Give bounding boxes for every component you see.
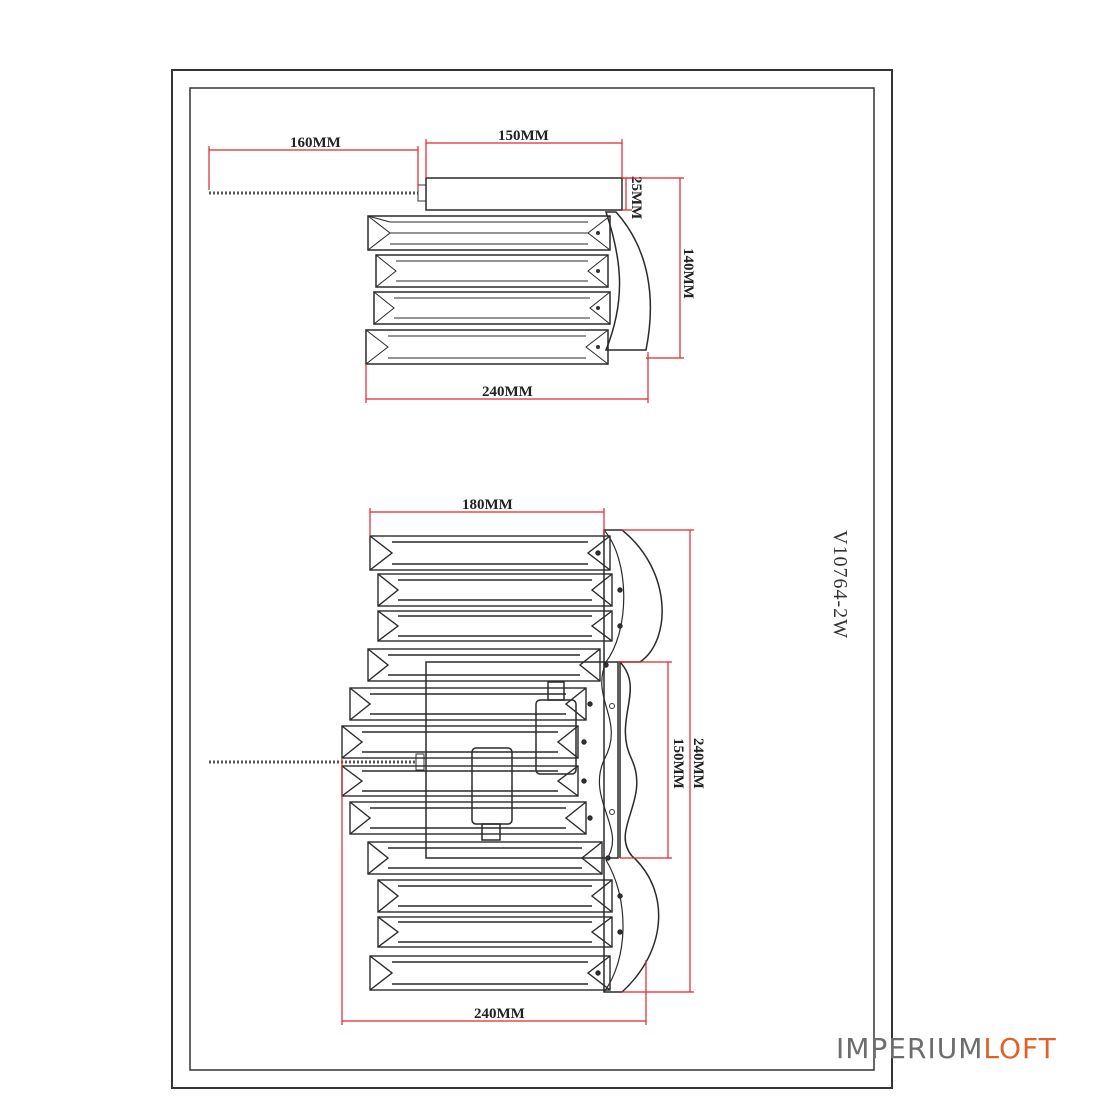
brand-logo-part1: IMPERIUM: [836, 1032, 984, 1065]
dimension-label-chain: 160MM: [290, 135, 341, 151]
curved-holder: [604, 211, 652, 351]
crystal: [377, 916, 623, 948]
mounting-box: [425, 177, 623, 211]
model-code: V10764-2W: [829, 530, 851, 639]
dimension-label-height: 140MM: [680, 248, 696, 299]
lamp-socket: [471, 681, 577, 841]
front-view: 180MM 240MM 150MM 240MM: [209, 497, 706, 1025]
chain-connector: [415, 753, 425, 771]
dimension-line-chain: [208, 146, 419, 190]
crystal: [375, 254, 609, 288]
crystal: [369, 535, 611, 571]
crystal: [367, 215, 611, 251]
dimension-label-backplate: 150MM: [498, 128, 549, 144]
dimension-label-thickness: 25MM: [628, 176, 644, 219]
crystal: [377, 610, 623, 642]
dimension-line-backplate: [425, 139, 623, 178]
crystal: [377, 879, 623, 913]
dimension-label-height: 240MM: [690, 738, 706, 789]
crystal: [367, 648, 609, 682]
brand-logo-part2: LOFT: [983, 1032, 1057, 1065]
mounting-plate: [425, 661, 619, 859]
wavy-backplate: [603, 529, 663, 993]
crystal: [341, 765, 587, 797]
crystal: [365, 329, 609, 365]
crystal: [367, 841, 611, 875]
dimension-line-backplate: [620, 661, 672, 859]
chain-connector: [417, 184, 427, 202]
screw-hole: [609, 809, 615, 815]
dimension-label-depth: 240MM: [482, 384, 533, 400]
crystal-stack: [341, 535, 623, 991]
dimension-label-width: 240MM: [474, 1006, 525, 1022]
wavy-backplate-inner: [598, 529, 625, 993]
crystal: [369, 955, 611, 991]
dimension-line-height: [622, 177, 684, 359]
dimension-line-height: [622, 529, 694, 993]
crystal: [377, 573, 623, 607]
dimension-line-depth: [365, 352, 649, 403]
dimension-line-crystal: [369, 508, 605, 536]
screw-hole: [609, 703, 615, 709]
dimension-label-backplate: 150MM: [670, 738, 686, 789]
side-view: 160MM 150MM 25MM 140MM 240MM: [208, 128, 696, 403]
outer-frame: [171, 69, 893, 1089]
crystal: [373, 291, 611, 325]
crystal: [349, 687, 593, 721]
brand-logo: IMPERIUMLOFT: [836, 1032, 1057, 1065]
dimension-label-crystal: 180MM: [462, 497, 513, 513]
crystal: [341, 725, 587, 759]
dimension-line-width: [341, 758, 647, 1025]
crystal: [349, 801, 593, 835]
inner-frame: [189, 87, 875, 1071]
